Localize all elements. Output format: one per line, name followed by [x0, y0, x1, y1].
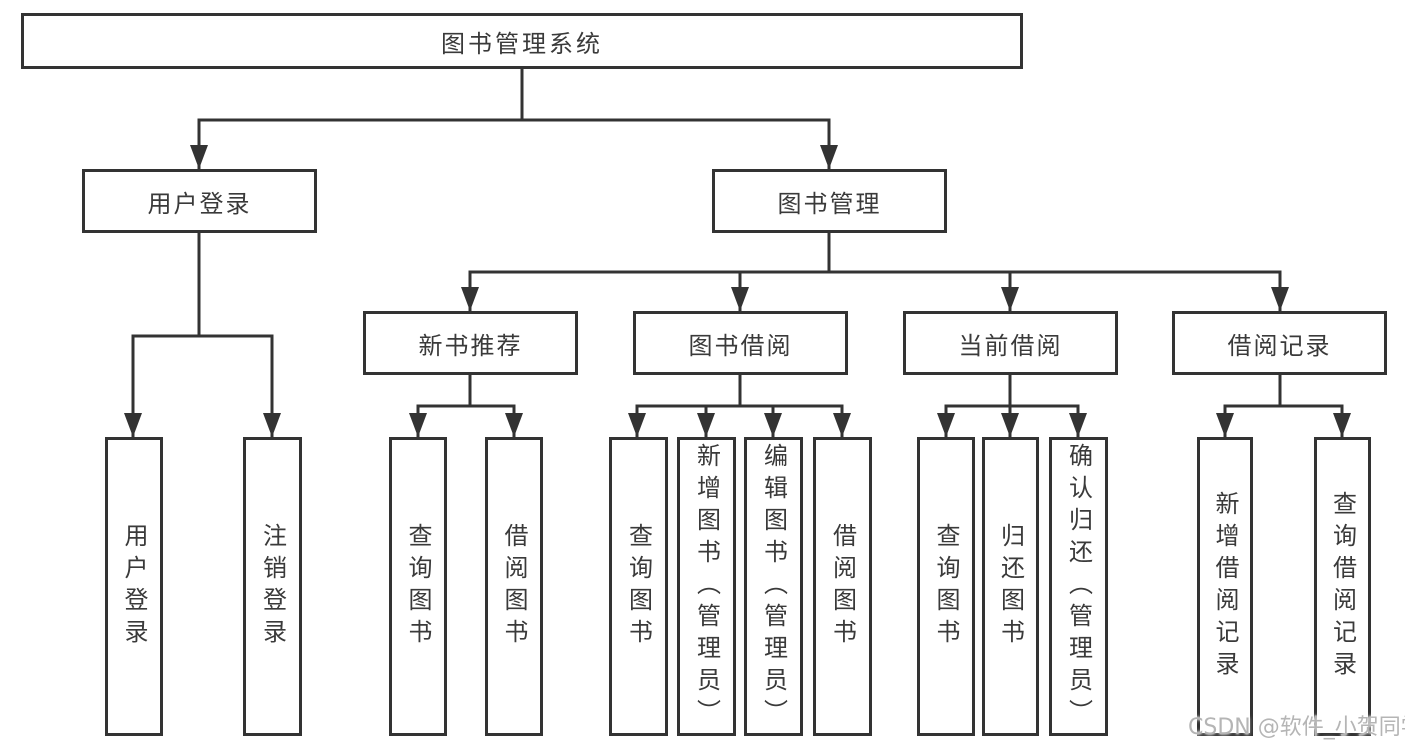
node-label: 归还图书: [996, 522, 1025, 651]
node-label: 图书管理系统: [441, 29, 603, 58]
connector-root-to-level2: [190, 69, 838, 169]
leaf-borrow-books: 借阅图书: [813, 437, 872, 736]
node-borrowing-records: 借阅记录: [1172, 311, 1387, 375]
connector-borrowrecords-children: [1216, 375, 1351, 437]
leaf-return-books: 归还图书: [982, 437, 1039, 736]
connector-currentborrow-children: [937, 375, 1087, 437]
node-label: 确认归还（管理员）: [1064, 442, 1093, 731]
node-label: 借阅记录: [1227, 331, 1332, 360]
node-label: 当前借阅: [958, 331, 1063, 360]
node-label: 查询图书: [624, 522, 653, 651]
node-label: 用户登录: [120, 522, 148, 651]
leaf-query-books-recommend: 查询图书: [389, 437, 447, 736]
leaf-confirm-return-admin: 确认归还（管理员）: [1049, 437, 1108, 736]
node-library-management-system: 图书管理系统: [21, 13, 1023, 69]
node-label: 图书管理: [777, 189, 882, 218]
node-label: 注销登录: [258, 522, 287, 651]
node-current-borrowing: 当前借阅: [903, 311, 1118, 375]
node-label: 新增借阅记录: [1211, 490, 1239, 683]
node-new-book-recommendation: 新书推荐: [363, 311, 578, 375]
node-label: 图书借阅: [688, 331, 793, 360]
leaf-edit-books-admin: 编辑图书（管理员）: [744, 437, 803, 736]
node-label: 新书推荐: [418, 331, 523, 360]
leaf-add-books-admin: 新增图书（管理员）: [677, 437, 736, 736]
leaf-query-books-borrow: 查询图书: [609, 437, 668, 736]
connector-newbook-children: [409, 375, 523, 437]
connector-bookborrow-children: [628, 375, 851, 437]
leaf-add-borrow-record: 新增借阅记录: [1197, 437, 1253, 736]
leaf-logout: 注销登录: [243, 437, 302, 736]
node-label: 新增图书（管理员）: [692, 442, 721, 731]
node-label: 查询借阅记录: [1328, 490, 1357, 683]
node-label: 借阅图书: [828, 522, 857, 651]
leaf-user-login: 用户登录: [105, 437, 163, 736]
node-user-login: 用户登录: [82, 169, 317, 233]
node-label: 借阅图书: [500, 522, 528, 651]
leaf-borrow-books-recommend: 借阅图书: [485, 437, 543, 736]
csdn-watermark: CSDN @软件_小贺同学: [1188, 715, 1405, 740]
connector-bookmgmt-to-level3: [461, 233, 1289, 311]
node-label: 查询图书: [404, 522, 432, 651]
node-book-borrowing: 图书借阅: [633, 311, 848, 375]
node-book-management: 图书管理: [712, 169, 947, 233]
leaf-query-books-current: 查询图书: [917, 437, 975, 736]
node-label: 编辑图书（管理员）: [759, 442, 788, 731]
connector-userlogin-children: [124, 233, 281, 437]
node-label: 用户登录: [147, 189, 252, 218]
leaf-query-borrow-record: 查询借阅记录: [1314, 437, 1371, 736]
node-label: 查询图书: [932, 522, 960, 651]
